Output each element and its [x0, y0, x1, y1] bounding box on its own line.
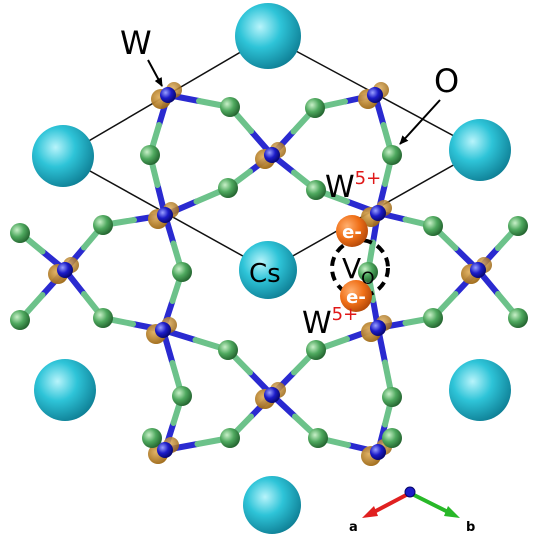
cs-atom — [243, 476, 301, 534]
atom-layer — [10, 3, 528, 534]
axis-indicator: a b — [349, 486, 475, 535]
cs-atom-label: Cs — [249, 259, 281, 289]
o-atom — [423, 308, 443, 328]
o-atom — [508, 308, 528, 328]
o-atom — [220, 97, 240, 117]
w-atom — [57, 262, 73, 278]
cs-atom — [235, 3, 301, 69]
o-atom — [508, 216, 528, 236]
axis-a-arrowhead — [362, 506, 378, 518]
w5-upper-label: W5+ — [325, 168, 381, 205]
o-atom — [218, 178, 238, 198]
o-atom — [140, 145, 160, 165]
w-atom — [157, 207, 173, 223]
o-atom — [382, 387, 402, 407]
cs-atom — [34, 359, 96, 421]
w-atom — [264, 147, 280, 163]
cs-atom — [239, 241, 297, 299]
o-atom — [220, 428, 240, 448]
o-atom — [382, 145, 402, 165]
o-atom — [308, 428, 328, 448]
o-atom — [172, 386, 192, 406]
w-atom — [367, 87, 383, 103]
w-atom — [370, 444, 386, 460]
cs-atom — [449, 359, 511, 421]
w-atom — [160, 87, 176, 103]
electron-upper-label: e- — [342, 222, 362, 243]
o-atom — [306, 180, 326, 200]
o-atom — [382, 428, 402, 448]
axis-a-shaft — [371, 491, 411, 515]
w-atom — [264, 387, 280, 403]
electron-lower-label: e- — [346, 287, 366, 308]
w-atom — [370, 205, 386, 221]
oxygen-vacancy-circle — [330, 238, 390, 298]
o-atom-pointer — [399, 99, 441, 145]
o-atom — [305, 98, 325, 118]
electron-upper: e- — [336, 215, 368, 247]
o-atom — [218, 340, 238, 360]
vacancy-label: VO — [342, 252, 375, 289]
w-atom — [370, 320, 386, 336]
cs-atom — [32, 125, 94, 187]
o-atom — [172, 262, 192, 282]
w-atom — [470, 262, 486, 278]
o-atom — [93, 308, 113, 328]
axis-c-dot — [404, 486, 416, 498]
w-atom — [157, 442, 173, 458]
cs-atom — [449, 119, 511, 181]
axis-b-shaft — [409, 491, 451, 515]
axis-b-label: b — [466, 520, 475, 535]
o-atom — [142, 428, 162, 448]
axis-a-label: a — [349, 520, 358, 535]
axis-b-arrowhead — [444, 506, 460, 518]
w5-lower-label: W5+ — [302, 304, 358, 341]
o-atom — [358, 262, 378, 282]
electron-lower: e- — [340, 280, 372, 312]
o-atom — [93, 215, 113, 235]
w-atom — [155, 322, 171, 338]
w-atom-label: W — [120, 24, 152, 62]
o-atom — [10, 310, 30, 330]
o-atom — [423, 216, 443, 236]
w-atom-pointer — [147, 59, 163, 87]
o-atom — [306, 340, 326, 360]
o-atom — [10, 223, 30, 243]
o-atom-label: O — [434, 62, 459, 100]
